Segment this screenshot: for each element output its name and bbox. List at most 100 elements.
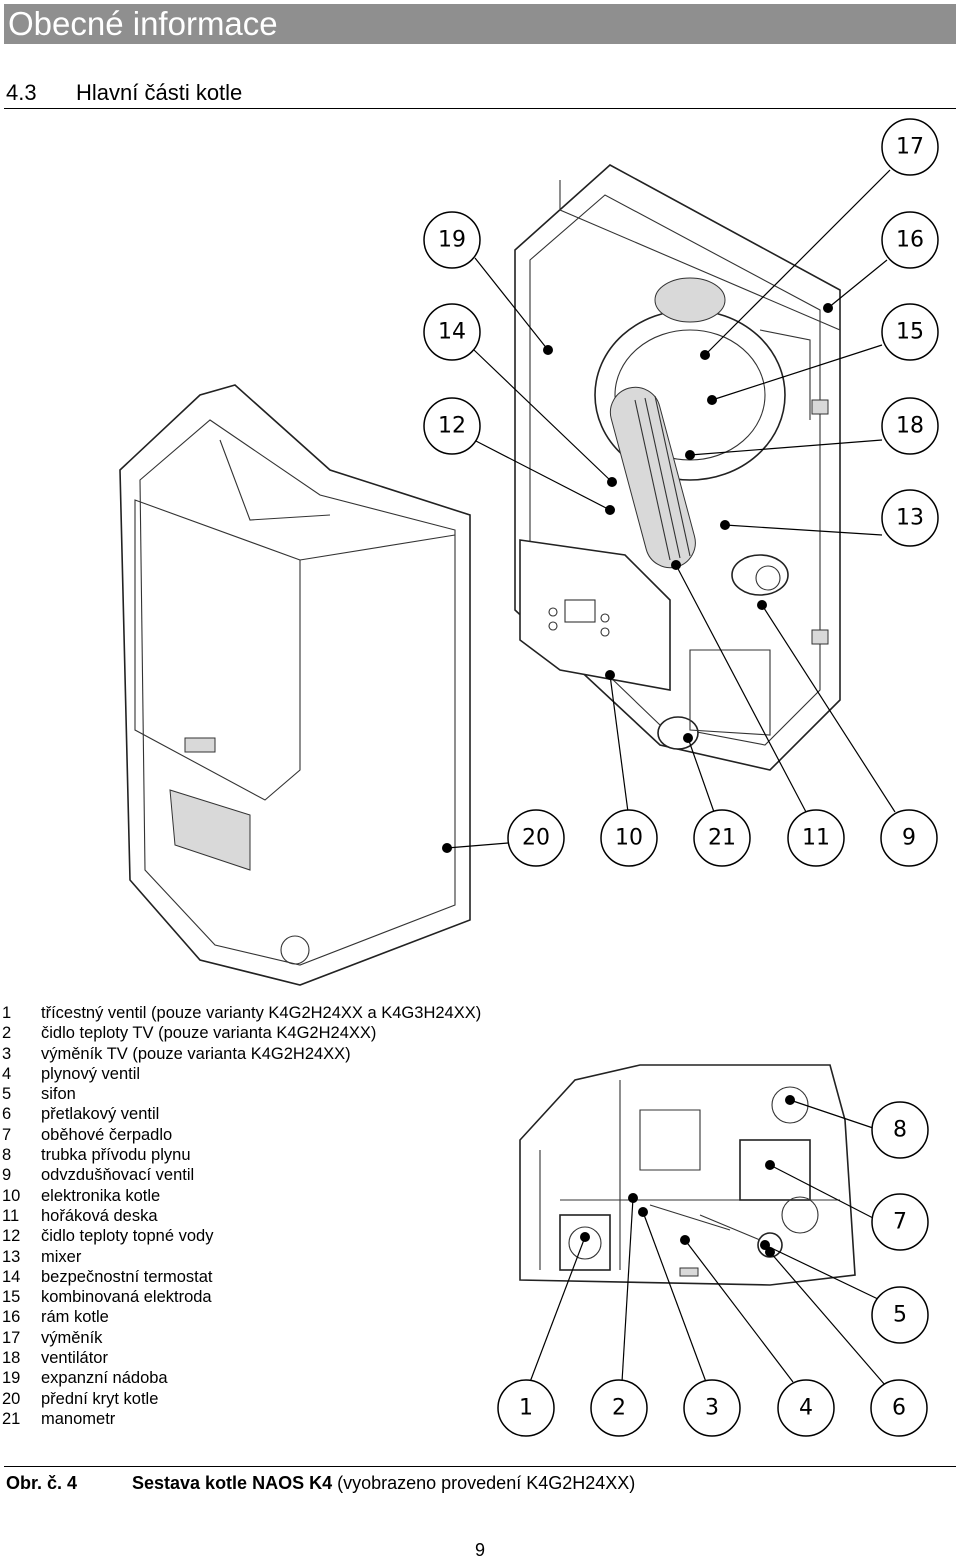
parts-legend: 1 třícestný ventil (pouze varianty K4G2H2… bbox=[0, 1003, 540, 1429]
callout-13: 13 bbox=[881, 489, 939, 547]
callout-label: 1 bbox=[519, 1396, 533, 1421]
legend-item: 14 bezpečnostní termostat bbox=[0, 1267, 540, 1287]
legend-text: čidlo teploty topné vody bbox=[41, 1227, 214, 1246]
callout-10: 10 bbox=[600, 809, 658, 867]
callout-14: 14 bbox=[423, 303, 481, 361]
callout-label: 21 bbox=[708, 826, 736, 851]
legend-text: elektronika kotle bbox=[41, 1186, 161, 1205]
page-number: 9 bbox=[474, 1540, 485, 1560]
legend-number: 2 bbox=[2, 1024, 12, 1043]
callout-label: 8 bbox=[893, 1118, 907, 1143]
legend-text: čidlo teploty TV (pouze varianta K4G2H24… bbox=[41, 1024, 377, 1043]
callout-label: 12 bbox=[438, 414, 466, 439]
section-number: 4.3 bbox=[6, 80, 37, 105]
legend-text: trubka přívodu plynu bbox=[41, 1146, 191, 1165]
legend-item: 2 čidlo teploty TV (pouze varianta K4G2H2… bbox=[0, 1023, 540, 1043]
legend-text: výměník bbox=[41, 1328, 103, 1347]
legend-item: 20 přední kryt kotle bbox=[0, 1389, 540, 1409]
callout-8: 8 bbox=[871, 1101, 929, 1159]
legend-number: 3 bbox=[2, 1044, 12, 1063]
legend-item: 12 čidlo teploty topné vody bbox=[0, 1226, 540, 1246]
header-banner: Obecné informace bbox=[4, 4, 956, 44]
callout-21: 21 bbox=[693, 809, 751, 867]
legend-number: 20 bbox=[2, 1389, 21, 1408]
callout-label: 15 bbox=[896, 320, 924, 345]
legend-item: 8 trubka přívodu plynu bbox=[0, 1145, 540, 1165]
callout-label: 9 bbox=[902, 826, 916, 851]
legend-item: 1 třícestný ventil (pouze varianty K4G2H2… bbox=[0, 1003, 540, 1023]
boiler-diagram: 17 16 19 15 14 12 18 13 20 10 21 11 9 8 … bbox=[119, 118, 939, 1437]
legend-number: 10 bbox=[2, 1186, 21, 1205]
callout-20: 20 bbox=[507, 809, 565, 867]
callout-5: 5 bbox=[871, 1286, 929, 1344]
legend-text: přetlakový ventil bbox=[41, 1105, 160, 1124]
legend-number: 21 bbox=[2, 1409, 21, 1428]
legend-number: 11 bbox=[2, 1206, 20, 1225]
callout-label: 13 bbox=[896, 506, 924, 531]
legend-item: 3 výměník TV (pouze varianta K4G2H24XX) bbox=[0, 1044, 540, 1064]
callout-6: 6 bbox=[870, 1379, 928, 1437]
callout-2: 2 bbox=[590, 1379, 648, 1437]
callout-label: 3 bbox=[705, 1396, 719, 1421]
legend-number: 6 bbox=[2, 1105, 12, 1124]
legend-number: 12 bbox=[2, 1227, 21, 1246]
callout-label: 20 bbox=[522, 826, 550, 851]
legend-number: 9 bbox=[2, 1166, 12, 1185]
callout-16: 16 bbox=[881, 211, 939, 269]
legend-number: 14 bbox=[2, 1267, 21, 1286]
callout-4: 4 bbox=[777, 1379, 835, 1437]
callout-label: 19 bbox=[438, 228, 466, 253]
legend-text: bezpečnostní termostat bbox=[41, 1267, 213, 1286]
legend-text: oběhové čerpadlo bbox=[41, 1125, 173, 1144]
legend-text: výměník TV (pouze varianta K4G2H24XX) bbox=[41, 1044, 351, 1063]
legend-text: přední kryt kotle bbox=[41, 1389, 159, 1408]
bottom-leaders bbox=[529, 1095, 886, 1386]
legend-number: 13 bbox=[2, 1247, 21, 1266]
legend-number: 1 bbox=[2, 1004, 12, 1022]
legend-item: 18 ventilátor bbox=[0, 1348, 540, 1368]
legend-number: 5 bbox=[2, 1085, 12, 1104]
callout-15: 15 bbox=[881, 303, 939, 361]
legend-text: odvzdušňovací ventil bbox=[41, 1166, 195, 1185]
legend-item: 6 přetlakový ventil bbox=[0, 1104, 540, 1124]
legend-item: 9 odvzdušňovací ventil bbox=[0, 1165, 540, 1185]
callout-label: 4 bbox=[799, 1396, 813, 1421]
callout-17: 17 bbox=[881, 118, 939, 176]
callout-label: 17 bbox=[896, 135, 924, 160]
legend-text: ventilátor bbox=[41, 1349, 108, 1368]
figure-title-rest: (vyobrazeno provedení K4G2H24XX) bbox=[332, 1473, 636, 1493]
legend-number: 16 bbox=[2, 1308, 21, 1327]
header-title: Obecné informace bbox=[8, 5, 278, 42]
callout-1: 1 bbox=[497, 1379, 555, 1437]
legend-number: 15 bbox=[2, 1288, 21, 1307]
callout-label: 7 bbox=[893, 1210, 907, 1235]
figure-label: Obr. č. 4 bbox=[6, 1473, 78, 1493]
legend-text: manometr bbox=[41, 1409, 116, 1428]
legend-text: expanzní nádoba bbox=[41, 1369, 168, 1388]
figure-title: Sestava kotle NAOS K4 (vyobrazeno proved… bbox=[132, 1473, 635, 1494]
legend-item: 5 sifon bbox=[0, 1084, 540, 1104]
callout-7: 7 bbox=[871, 1193, 929, 1251]
legend-text: třícestný ventil (pouze varianty K4G2H24… bbox=[41, 1004, 482, 1022]
callout-3: 3 bbox=[683, 1379, 741, 1437]
legend-text: hořáková deska bbox=[41, 1206, 158, 1225]
legend-item: 10 elektronika kotle bbox=[0, 1186, 540, 1206]
legend-number: 8 bbox=[2, 1146, 12, 1165]
callout-label: 18 bbox=[896, 414, 924, 439]
legend-item: 21 manometr bbox=[0, 1409, 540, 1429]
callout-label: 11 bbox=[802, 826, 830, 851]
legend-number: 18 bbox=[2, 1349, 21, 1368]
callout-12: 12 bbox=[423, 397, 481, 455]
callout-label: 10 bbox=[615, 826, 643, 851]
figure-title-bold: Sestava kotle NAOS K4 bbox=[132, 1473, 333, 1493]
legend-text: rám kotle bbox=[41, 1308, 109, 1327]
legend-text: sifon bbox=[41, 1085, 76, 1104]
callout-label: 6 bbox=[892, 1396, 906, 1421]
legend-number: 4 bbox=[2, 1064, 12, 1083]
callout-18: 18 bbox=[881, 397, 939, 455]
bottom-detail-drawing bbox=[519, 1064, 856, 1286]
